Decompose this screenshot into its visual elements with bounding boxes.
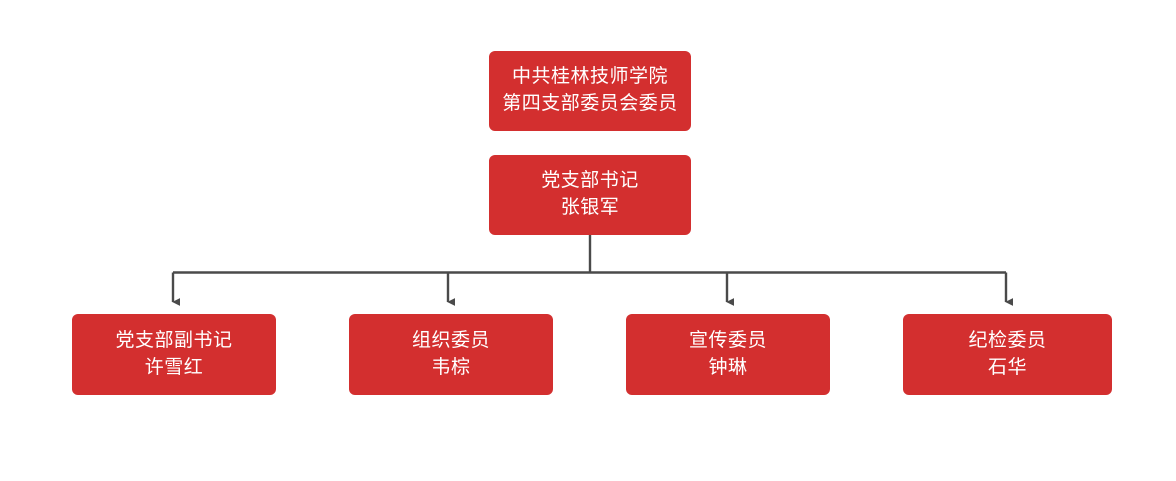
org-node-root-line2: 第四支部委员会委员 [502,93,678,114]
org-node-organization-member-title: 组织委员 [411,329,490,351]
org-node-deputy-secretary[interactable]: 党支部副书记 许雪红 [72,314,276,395]
org-node-root[interactable]: 中共桂林技师学院 第四支部委员会委员 [489,51,691,131]
org-node-publicity-member[interactable]: 宣传委员 钟琳 [626,314,830,395]
org-node-deputy-secretary-title: 党支部副书记 [115,329,233,351]
org-node-organization-member[interactable]: 组织委员 韦棕 [349,314,553,395]
org-node-discipline-member-title: 纪检委员 [968,329,1047,351]
org-node-publicity-member-name: 钟琳 [708,356,748,378]
org-node-deputy-secretary-name: 许雪红 [144,356,204,378]
org-node-root-line1: 中共桂林技师学院 [511,66,668,88]
org-node-secretary-name: 张银军 [560,197,620,218]
org-node-discipline-member[interactable]: 纪检委员 石华 [903,314,1112,395]
org-node-organization-member-name: 韦棕 [431,356,471,378]
org-node-secretary[interactable]: 党支部书记 张银军 [489,155,691,235]
org-node-secretary-title: 党支部书记 [541,170,639,192]
org-node-publicity-member-title: 宣传委员 [688,329,767,351]
org-node-discipline-member-name: 石华 [987,356,1027,378]
